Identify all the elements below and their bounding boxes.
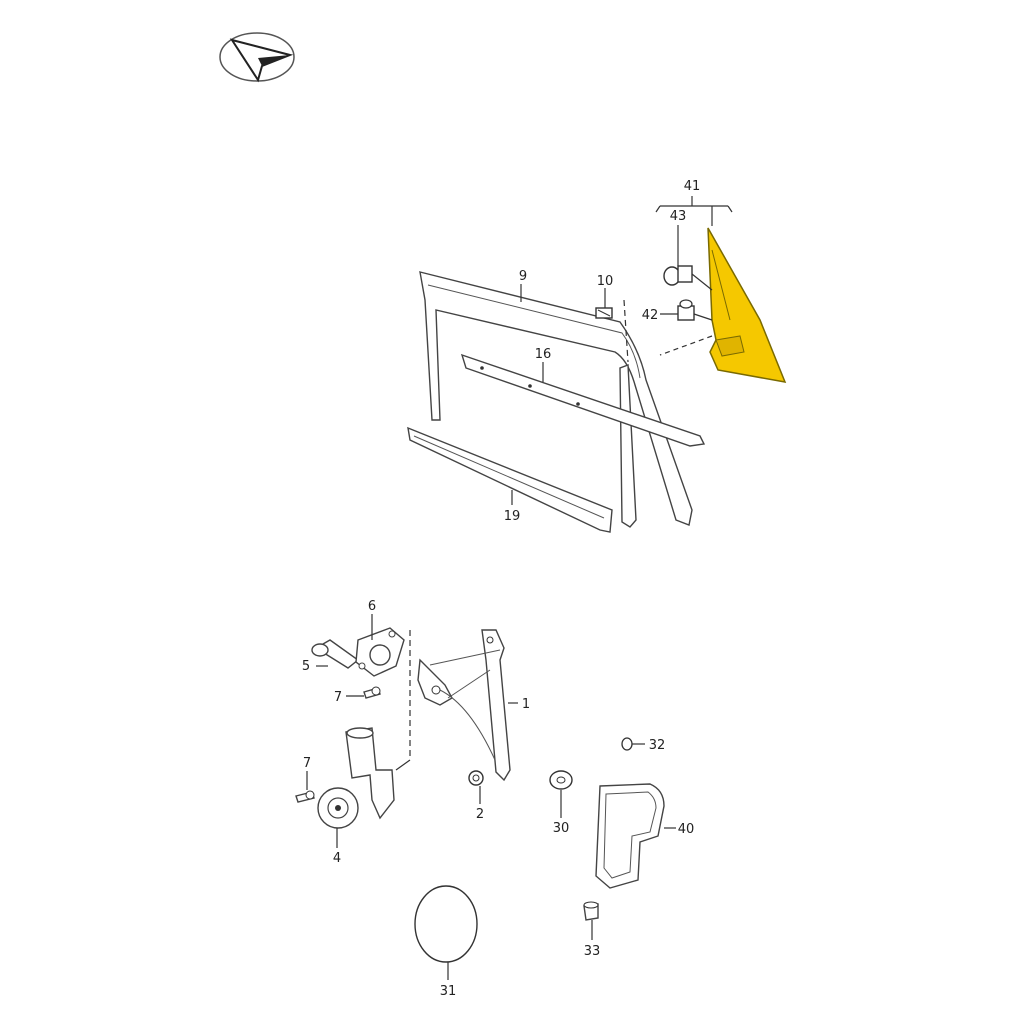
window-channel-strip [460,353,706,447]
callout-32: 32 [649,738,666,753]
lower-seal-strip [407,426,613,533]
callout-43: 43 [670,209,687,224]
callout-7-upper: 7 [334,690,342,705]
callout-30: 30 [553,821,570,836]
grommet-part [549,770,573,790]
callout-1: 1 [522,697,530,712]
callout-4: 4 [333,851,341,866]
callout-10: 10 [597,274,614,289]
mirror-triangle-trim [707,227,787,383]
leader-lines [306,225,679,980]
window-regulator [417,629,511,782]
callout-16: 16 [535,347,552,362]
callout-41: 41 [684,179,701,194]
callout-6: 6 [368,599,376,614]
callout-31: 31 [440,984,457,999]
callout-5: 5 [302,659,310,674]
screw-lower [295,790,315,803]
callout-19: 19 [504,509,521,524]
push-clip-42 [677,299,713,321]
callout-40: 40 [678,822,695,837]
guide-lines [395,299,713,771]
plug-32 [621,737,633,751]
clip-part [595,307,613,319]
window-glass [419,271,693,528]
callout-42: 42 [642,308,659,323]
seal-40 [595,783,665,889]
callout-7-lower: 7 [303,756,311,771]
callout-2: 2 [476,807,484,822]
nut-part [468,770,484,786]
arrow-logo-icon [219,32,295,83]
plug-33 [583,901,599,921]
screw-upper [363,686,381,699]
crank-handle [311,639,360,669]
push-clip-43 [663,265,713,291]
callout-bracket-41 [655,196,733,226]
window-motor [317,727,395,829]
gear-drive [355,627,405,677]
sealing-cap [414,885,478,963]
callout-9: 9 [519,269,527,284]
callout-33: 33 [584,944,601,959]
